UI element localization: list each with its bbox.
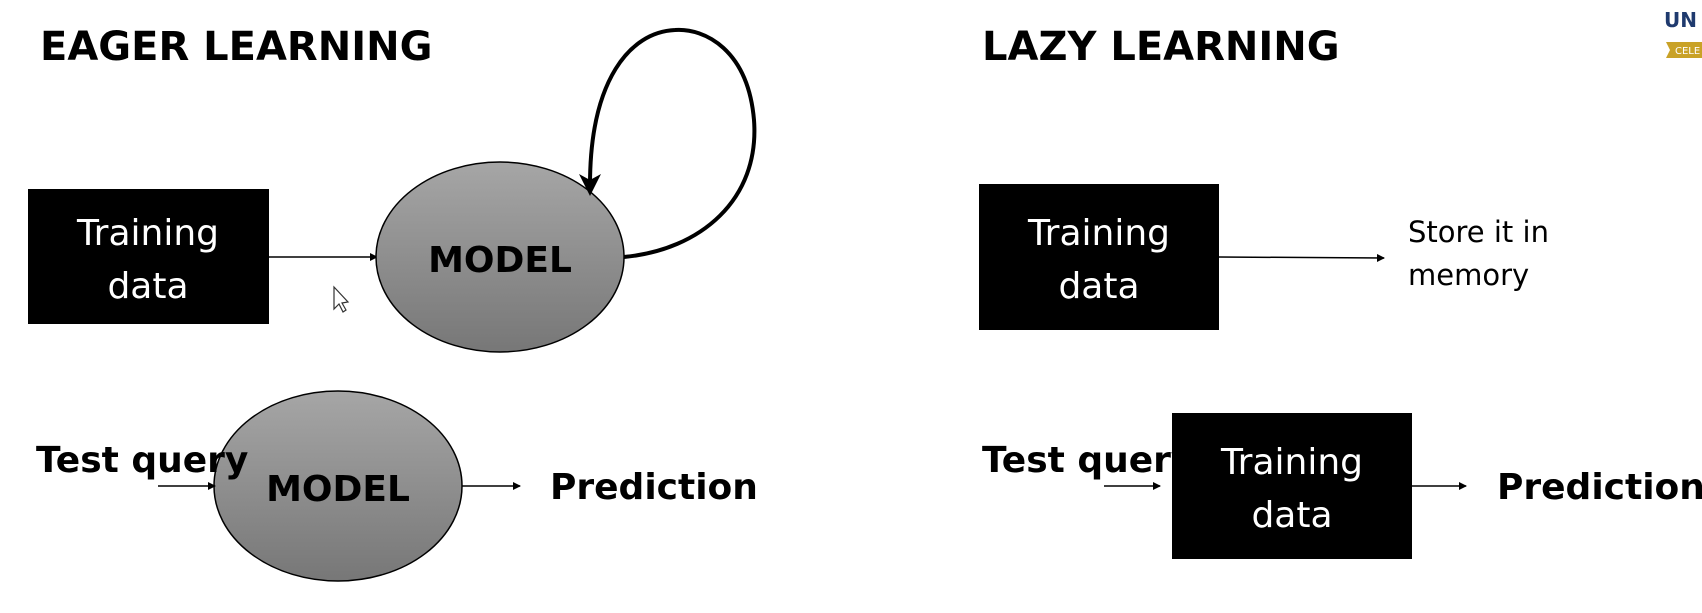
- eager-prediction: Prediction: [550, 467, 758, 508]
- eager-model-ellipse-2: MODEL: [213, 390, 463, 582]
- eager-training-line2: data: [107, 266, 188, 307]
- eager-test-query: Test query: [36, 440, 248, 481]
- eager-model-label: MODEL: [428, 240, 572, 281]
- lazy-store-line1: Store it in: [1408, 215, 1549, 249]
- lazy-training2-line1: Training: [1220, 442, 1363, 483]
- eager-title: EAGER LEARNING: [40, 24, 432, 70]
- lazy-training-line2: data: [1058, 266, 1139, 307]
- lazy-training-line1: Training: [1027, 213, 1170, 254]
- lazy-title: LAZY LEARNING: [982, 24, 1340, 70]
- lazy-training2-line2: data: [1251, 495, 1332, 536]
- mouse-cursor-icon: [333, 285, 350, 313]
- lazy-store-line2: memory: [1408, 258, 1529, 292]
- logo-text: UN: [1664, 8, 1697, 32]
- lazy-prediction: Prediction: [1497, 467, 1702, 508]
- eager-training-data-box: Training data: [28, 189, 269, 324]
- lazy-training-to-memory-arrow: [1218, 253, 1385, 262]
- lazy-training-data-box-2: Training data: [1172, 413, 1412, 559]
- university-logo: UN CELE: [1664, 8, 1702, 58]
- eager-model-label-2: MODEL: [266, 469, 410, 510]
- logo-sub-text: CELE: [1675, 46, 1700, 57]
- eager-training-line1: Training: [76, 213, 219, 254]
- eager-training-loop-arrow: [579, 27, 757, 259]
- eager-model-ellipse: MODEL: [375, 161, 625, 353]
- lazy-test-query: Test query: [982, 440, 1194, 481]
- lazy-training-data-box: Training data: [979, 184, 1219, 330]
